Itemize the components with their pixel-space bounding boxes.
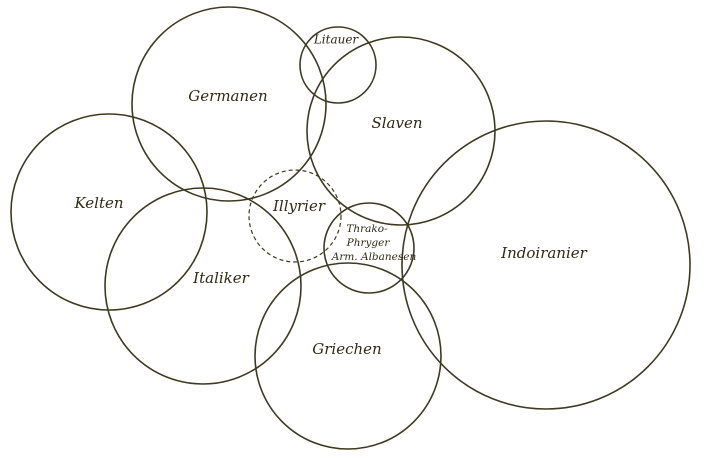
illyrier-circle (248, 169, 342, 263)
kelten-circle (10, 113, 208, 311)
litauer-circle (299, 26, 377, 104)
thrako-phryger-circle (323, 202, 415, 294)
litauer-label: Litauer (313, 33, 360, 47)
thrako-label-line1: Thrako- (346, 223, 388, 235)
germanen-circle (131, 6, 327, 202)
griechen-circle (254, 262, 442, 450)
italiker-circle (104, 187, 302, 385)
thrako-label-line2: Phryger (346, 237, 391, 249)
slaven-label: Slaven (371, 114, 422, 132)
indoiranier-circle (401, 120, 691, 410)
italiker-label: Italiker (192, 269, 249, 287)
germanen-label: Germanen (188, 87, 267, 105)
kelten-label: Kelten (73, 194, 123, 212)
thrako-label-line3: Arm. Albanesen (331, 251, 417, 263)
illyrier-label: Illyrier (272, 197, 326, 215)
indoiranier-label: Indoiranier (500, 244, 587, 262)
griechen-label: Griechen (312, 340, 381, 358)
